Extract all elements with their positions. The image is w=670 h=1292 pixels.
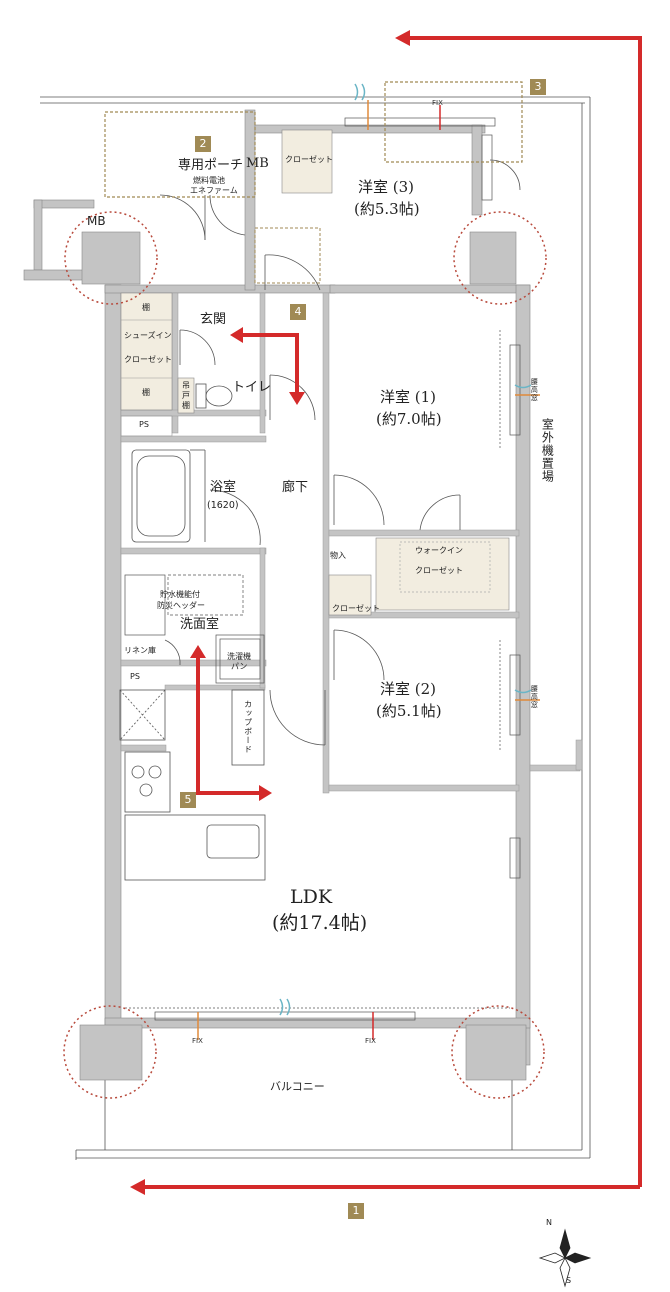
hallway-label: 廊下 xyxy=(282,480,309,495)
linen-label: リネン庫 xyxy=(124,646,156,655)
compass-north: N xyxy=(546,1218,552,1227)
entrance-label: 玄関 xyxy=(200,312,227,327)
arrow-heads xyxy=(130,30,410,1195)
compass-south: S xyxy=(566,1276,572,1285)
marker-3: 3 xyxy=(530,79,546,95)
walk-in-label-1: ウォークイン xyxy=(415,546,463,555)
shoes-in-label: シューズイン xyxy=(124,331,172,340)
western-room-1-name: 洋室 (1) xyxy=(380,388,437,406)
cupboard-label: カップボード xyxy=(243,700,253,754)
heater-label-1: 貯水機能付 xyxy=(160,590,200,599)
hanging-shelf-3: 棚 xyxy=(182,401,190,410)
shelf-bottom: 棚 xyxy=(142,388,150,397)
bathtub xyxy=(131,449,206,543)
fix-bottom-left: FIX xyxy=(192,1037,203,1045)
fix-bottom-right: FIX xyxy=(365,1037,376,1045)
porch-label: 専用ポーチ xyxy=(178,158,244,173)
windows xyxy=(125,117,521,1021)
pillar-highlights xyxy=(63,211,547,1099)
marker-1: 1 xyxy=(348,1203,364,1219)
western-room-3-name: 洋室 (3) xyxy=(358,178,415,196)
fuel-cell-1: 燃料電池 xyxy=(193,176,225,185)
marker-4: 4 xyxy=(290,304,306,320)
closet-w2-label: クローゼット xyxy=(332,604,380,613)
closet-w3-label: クローゼット xyxy=(285,155,333,164)
window-label-1: 腰高窓 xyxy=(530,378,539,402)
western-room-2-size: (約5.1帖) xyxy=(376,702,442,720)
laundry-label-1: 洗濯機 xyxy=(227,652,251,661)
toilet-fixture xyxy=(195,383,233,409)
mb-left: MB xyxy=(87,214,106,228)
exterior-walls xyxy=(23,109,531,1066)
toilet-label: トイレ xyxy=(232,380,272,395)
interior-walls xyxy=(120,292,583,794)
ldk-name: LDK xyxy=(290,886,333,908)
window-area xyxy=(384,81,523,163)
shelf-top: 棚 xyxy=(142,303,150,312)
hanging-shelf-2: 戸 xyxy=(182,391,190,400)
ldk-size: (約17.4帖) xyxy=(272,912,368,934)
mb-top: MB xyxy=(246,156,269,171)
site-lines xyxy=(40,96,591,1160)
storage-label: 物入 xyxy=(330,551,346,560)
balcony-label: バルコニー xyxy=(270,1080,325,1093)
ps-1: PS xyxy=(139,420,149,429)
marker-2: 2 xyxy=(195,136,211,152)
ps-2: PS xyxy=(130,672,140,681)
western-room-3-size: (約5.3帖) xyxy=(354,200,420,218)
kitchen-fixtures xyxy=(119,689,266,881)
shoes-closet-label: クローゼット xyxy=(124,355,172,364)
circulation-arrows xyxy=(140,36,642,1189)
heater-label-2: 防災ヘッダー xyxy=(157,601,205,610)
airflow-marks xyxy=(197,83,540,1040)
bath-size: (1620) xyxy=(207,500,239,511)
fuel-cell-2: エネファーム xyxy=(190,186,238,195)
hanging-shelf-1: 吊 xyxy=(182,381,190,390)
pillars xyxy=(79,231,527,1081)
walk-in-label-2: クローゼット xyxy=(415,566,463,575)
western-room-1-size: (約7.0帖) xyxy=(376,410,442,428)
compass-rose xyxy=(538,1228,592,1288)
laundry-label-2: パン xyxy=(231,662,248,671)
marker-5: 5 xyxy=(180,792,196,808)
storage-fills xyxy=(120,129,510,616)
window-label-2: 腰高窓 xyxy=(530,685,539,709)
bath-name: 浴室 xyxy=(210,480,237,495)
outdoor-unit-label: 室外機置場 xyxy=(540,418,555,483)
porch-area xyxy=(104,111,256,198)
wash-fixtures xyxy=(124,574,265,684)
doors xyxy=(159,159,521,746)
washroom-label: 洗面室 xyxy=(180,617,220,632)
western-room-2-name: 洋室 (2) xyxy=(380,680,437,698)
fix-top: FIX xyxy=(432,99,443,107)
